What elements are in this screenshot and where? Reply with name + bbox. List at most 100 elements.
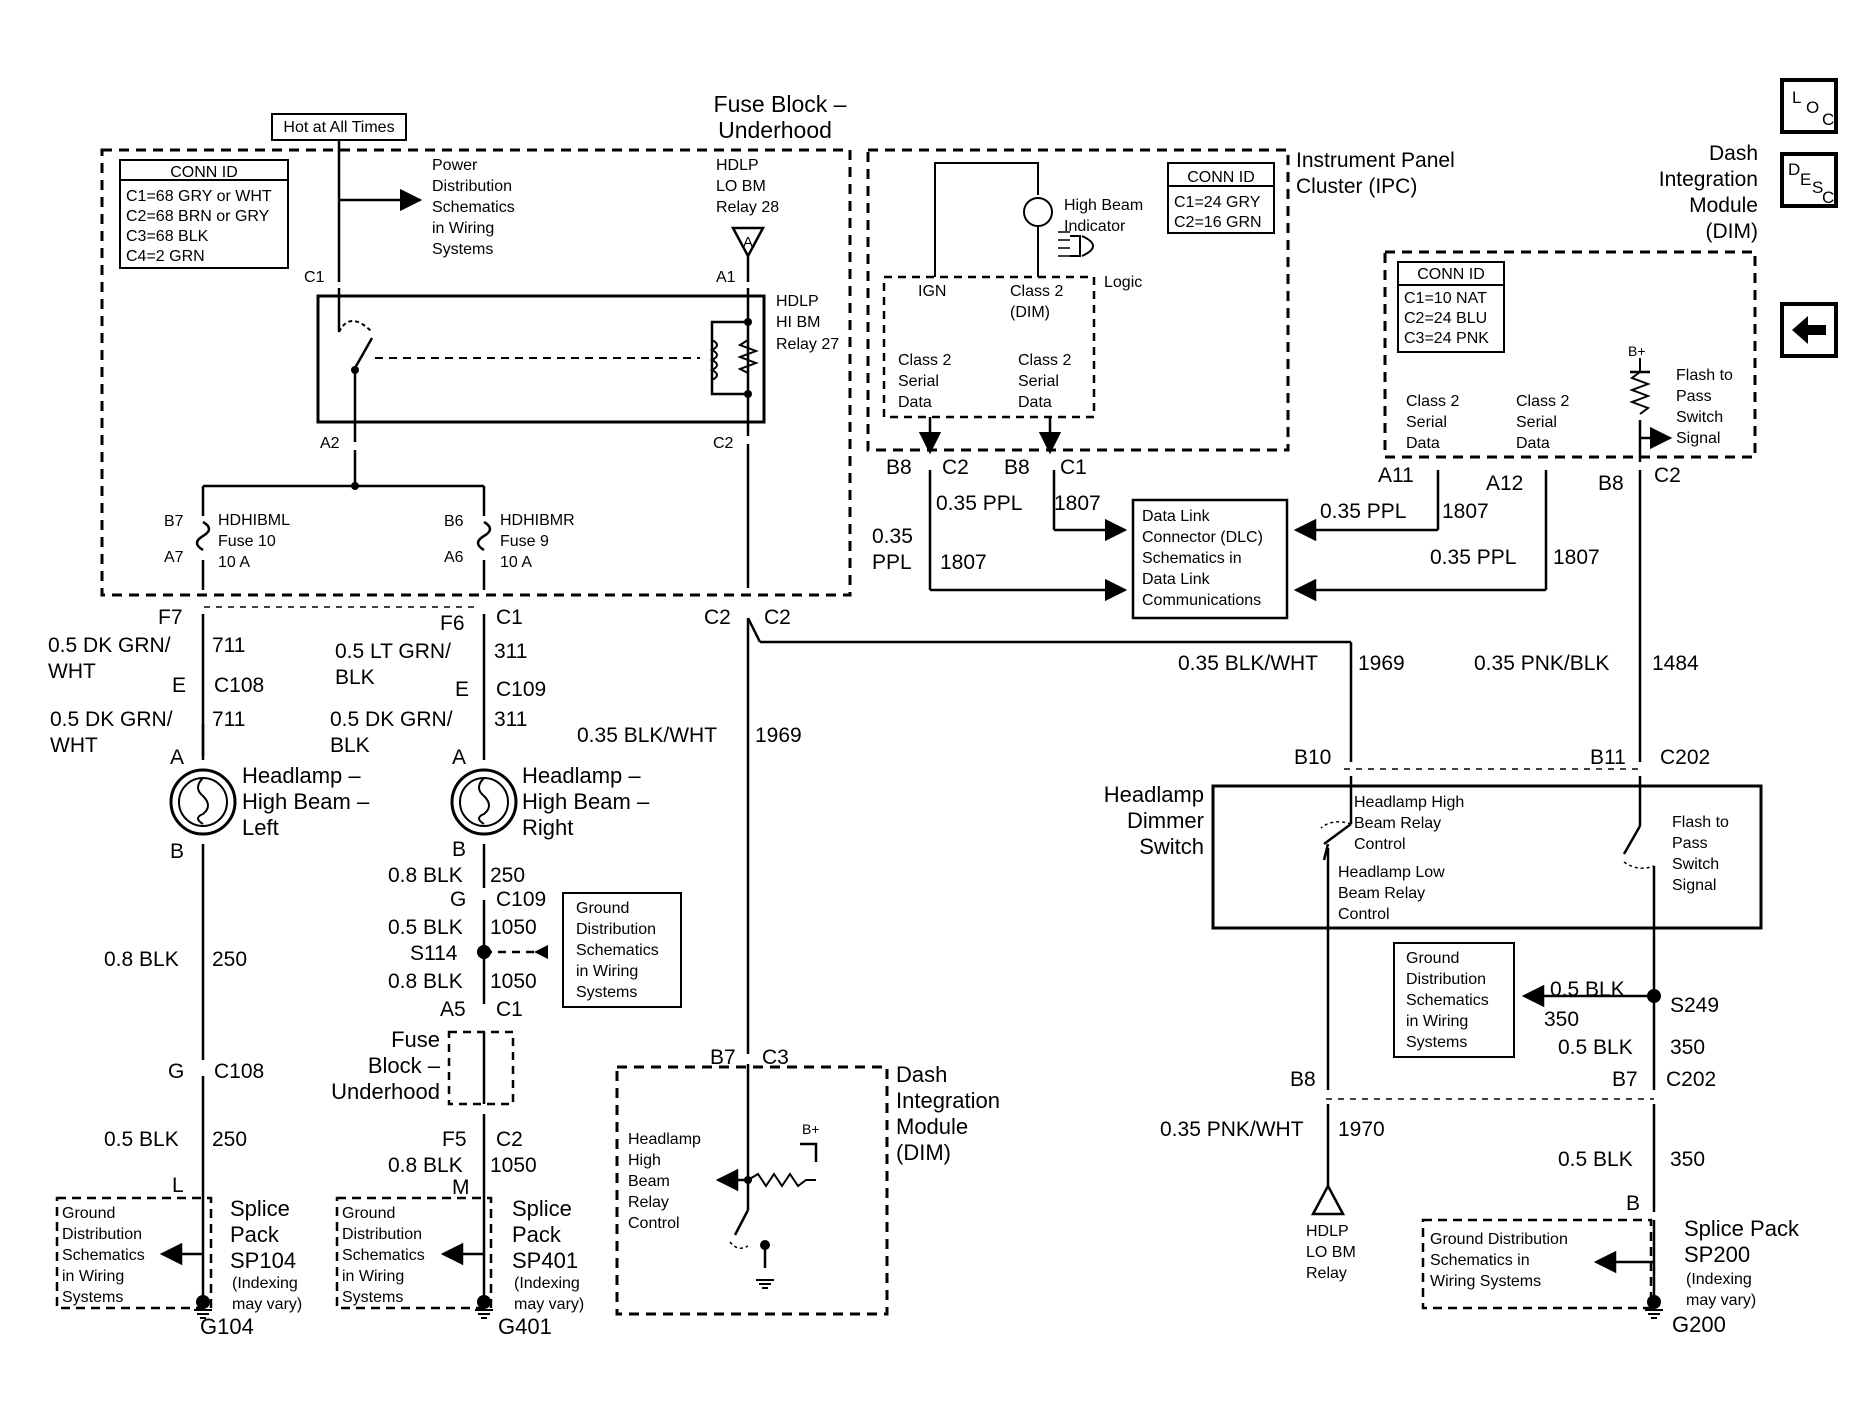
- dim-title: Integration: [1659, 168, 1758, 191]
- dim-serial-a: Serial: [1406, 414, 1447, 431]
- wire-number: 1807: [1442, 500, 1489, 523]
- fuse-block-small-label: Underhood: [331, 1079, 440, 1104]
- splice-mid-ground: Ground: [342, 1205, 395, 1222]
- serial-a-label: Data: [898, 394, 932, 411]
- dimmer-hi-ctrl: Headlamp High: [1354, 794, 1464, 811]
- splice-right-note: may vary): [1686, 1292, 1756, 1309]
- headlamp-left-label: Headlamp –: [242, 763, 361, 788]
- splice-right-title: SP200: [1684, 1242, 1750, 1267]
- pin-label: A5: [440, 998, 466, 1021]
- ground-mid-label: Systems: [576, 984, 637, 1001]
- wire-color: 0.5 DK GRN/: [48, 634, 171, 657]
- headlamp-right-label: Headlamp –: [522, 763, 641, 788]
- pin-label: G: [168, 1060, 184, 1083]
- dimmer-title: Switch: [1139, 834, 1204, 859]
- serial-b-label: Serial: [1018, 373, 1059, 390]
- ground-right-label: Systems: [1406, 1034, 1467, 1051]
- dimmer-flash: Signal: [1672, 877, 1716, 894]
- pin-label: C2: [942, 456, 969, 479]
- power-dist-label: in Wiring: [432, 220, 494, 237]
- pin-b7: B7: [164, 513, 184, 530]
- pin-label: B8: [1290, 1068, 1316, 1091]
- ign-label: IGN: [918, 283, 946, 300]
- wire-number: 350: [1670, 1148, 1705, 1171]
- pin-label: E: [172, 674, 186, 697]
- headlamp-right-label: High Beam –: [522, 789, 650, 814]
- dim-bottom-title: (DIM): [896, 1140, 951, 1165]
- dimmer-lo-ctrl: Headlamp Low: [1338, 864, 1445, 881]
- fuse-block-title2: Underhood: [718, 117, 832, 143]
- conn-id-line: C4=2 GRN: [126, 248, 205, 265]
- pin-label: A11: [1378, 464, 1414, 487]
- pin-a7: A7: [164, 549, 184, 566]
- pin-label: C202: [1666, 1068, 1716, 1091]
- ground-mid-label: Ground: [576, 900, 629, 917]
- wire-color: 0.5 DK GRN/: [50, 708, 173, 731]
- dimmer-hi-ctrl: Control: [1354, 836, 1406, 853]
- ground-right-label: Ground: [1406, 950, 1459, 967]
- wire-color: 0.35 PPL: [936, 492, 1022, 515]
- splice-left-title: SP104: [230, 1248, 296, 1273]
- pin-a2: A2: [320, 435, 340, 452]
- dim-bottom-bplus: B+: [802, 1121, 820, 1137]
- pin-label: B8: [1004, 456, 1030, 479]
- power-dist-label: Power: [432, 157, 478, 174]
- pin-label: B10: [1294, 746, 1331, 769]
- pin-label: F6: [440, 612, 465, 635]
- wire-number: 1807: [1553, 546, 1600, 569]
- dlc-label: Communications: [1142, 592, 1261, 609]
- pin-label: G: [450, 888, 466, 911]
- serial-a-label: Serial: [898, 373, 939, 390]
- splice-mid-note: may vary): [514, 1296, 584, 1313]
- bplus-label: B+: [1628, 343, 1646, 359]
- pin-label: B: [1626, 1192, 1640, 1215]
- splice-mid-title: Pack: [512, 1222, 562, 1247]
- dim-flash-label: Flash to: [1676, 367, 1733, 384]
- dimmer-flash: Pass: [1672, 835, 1708, 852]
- pin-label: C109: [496, 678, 546, 701]
- pin-c2: C2: [713, 435, 734, 452]
- wire-color: 0.5 DK GRN/: [330, 708, 453, 731]
- ipc-title: Cluster (IPC): [1296, 175, 1417, 198]
- lo-relay-label: LO BM: [716, 178, 766, 195]
- splice-left-ground: Ground: [62, 1205, 115, 1222]
- dimmer-flash: Flash to: [1672, 814, 1729, 831]
- wire-color: 0.35 PNK/WHT: [1160, 1118, 1304, 1141]
- relay-triangle-label: A: [743, 234, 753, 251]
- fuse10-label: Fuse 10: [218, 533, 276, 550]
- wire-number: 1050: [490, 970, 537, 993]
- wire-number: 1969: [755, 724, 802, 747]
- pin-label: B7: [1612, 1068, 1638, 1091]
- lo-relay-label: Relay 28: [716, 199, 779, 216]
- wire-color: 0.5 BLK: [1558, 1036, 1633, 1059]
- dim-bottom-ctrl: Beam: [628, 1173, 670, 1190]
- pin-label: C2: [764, 606, 791, 629]
- fuse10-label: 10 A: [218, 554, 250, 571]
- splice-right-title: Splice Pack: [1684, 1216, 1800, 1241]
- pin-label: C2: [1654, 464, 1681, 487]
- wire-color: 0.35 BLK/WHT: [1178, 652, 1318, 675]
- pin-c1: C1: [304, 269, 325, 286]
- dim-conn-title: CONN ID: [1417, 266, 1485, 283]
- pin-label: B11: [1590, 746, 1626, 769]
- ipc-conn-line: C2=16 GRN: [1174, 214, 1262, 231]
- wire-color: 0.5 LT GRN/: [335, 640, 451, 663]
- dim-conn-line: C3=24 PNK: [1404, 330, 1489, 347]
- dim-title: Dash: [1709, 142, 1758, 165]
- ipc-conn-line: C1=24 GRY: [1174, 194, 1261, 211]
- dim-serial-a: Class 2: [1406, 393, 1459, 410]
- wire-color: 0.8 BLK: [388, 970, 463, 993]
- pin-label: F5: [442, 1128, 467, 1151]
- dim-conn-line: C1=10 NAT: [1404, 290, 1487, 307]
- fuse10-label: HDHIBML: [218, 512, 290, 529]
- fuse9-label: 10 A: [500, 554, 532, 571]
- splice-left-note: (Indexing: [232, 1275, 298, 1292]
- dim-title: (DIM): [1706, 220, 1758, 243]
- back-arrow-button[interactable]: [1780, 302, 1838, 358]
- wire-number: 1807: [1054, 492, 1101, 515]
- pin-label: C2: [704, 606, 731, 629]
- dim-flash-label: Pass: [1676, 388, 1712, 405]
- ground-g104: G104: [200, 1314, 254, 1339]
